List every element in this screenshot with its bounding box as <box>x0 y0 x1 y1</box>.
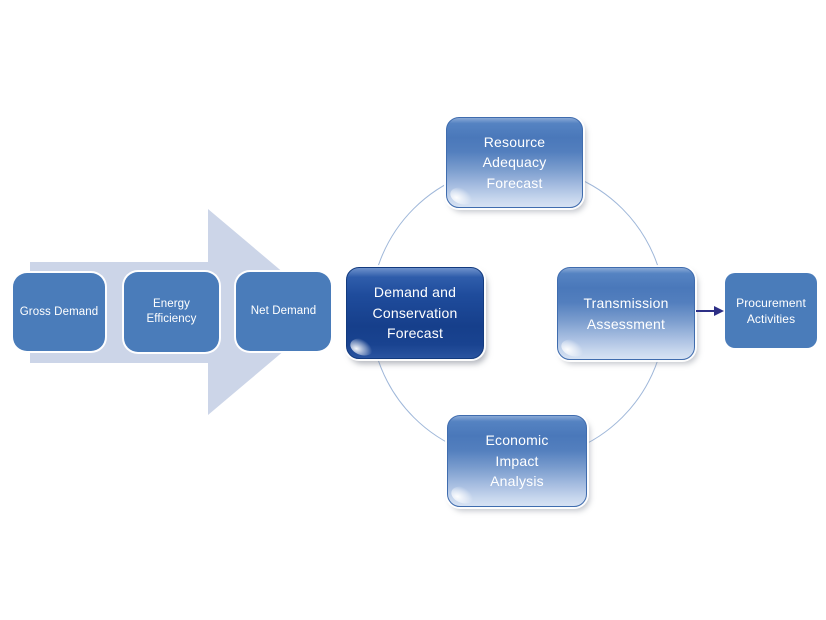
flow-step-gross-demand: Gross Demand <box>13 273 105 351</box>
cycle-node-label: Demand and Conservation Forecast <box>372 284 458 342</box>
output-box-label: Procurement Activities <box>736 295 806 326</box>
connector-arrowhead-icon <box>714 306 724 316</box>
cycle-node-label: Transmission Assessment <box>583 295 669 332</box>
cycle-node-transmission-assessment: Transmission Assessment <box>557 267 695 360</box>
flow-step-label: Gross Demand <box>19 305 99 318</box>
flow-step-net-demand: Net Demand <box>236 272 331 351</box>
flow-step-energy-efficiency: Energy Efficiency <box>124 272 219 352</box>
output-box-procurement-activities: Procurement Activities <box>725 273 817 348</box>
cycle-node-label: Economic Impact Analysis <box>485 432 549 490</box>
cycle-node-economic-impact-analysis: Economic Impact Analysis <box>447 415 587 507</box>
flow-step-label: Energy Efficiency <box>146 298 197 325</box>
cycle-node-demand-and-conservation-forecast: Demand and Conservation Forecast <box>346 267 484 359</box>
connector-arrow-line <box>696 310 715 312</box>
cycle-node-label: Resource Adequacy Forecast <box>482 133 547 191</box>
flow-step-label: Net Demand <box>250 305 317 317</box>
cycle-node-resource-adequacy-forecast: Resource Adequacy Forecast <box>446 117 583 208</box>
